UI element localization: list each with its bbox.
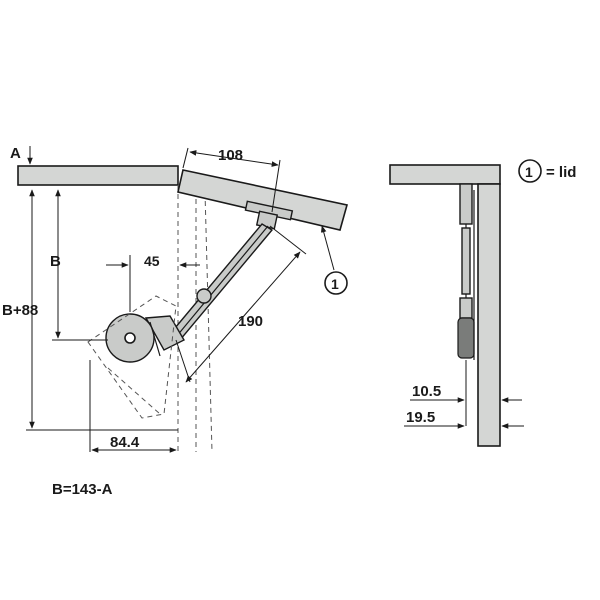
dim-108-left-ext (182, 147, 189, 169)
open-lid-panel (177, 169, 349, 231)
mechanism-drum-hub (124, 332, 136, 344)
callout-number: 1 (331, 276, 339, 292)
legend-circle (518, 159, 542, 183)
legend-marker-number: 1 (525, 164, 533, 180)
formula-label: B=143-A (52, 481, 113, 498)
dim-108-label: 108 (218, 147, 243, 164)
dim-108-line (189, 150, 279, 167)
front-mechanism-housing (457, 317, 475, 359)
front-lower-fitting (459, 297, 473, 319)
base-housing (144, 315, 185, 351)
closed-arm-ghost (107, 367, 161, 415)
dim-a-label: A (10, 145, 21, 162)
lid-open-ghost (204, 191, 213, 453)
callout-leader (320, 225, 335, 271)
dim-b-label: B (50, 253, 61, 270)
front-side-wall (477, 183, 501, 447)
dim-195-label: 19.5 (406, 409, 435, 426)
side-view: A B+88 B 45 108 190 84.4 1 B=143-A (2, 145, 349, 498)
front-stay-body (461, 227, 471, 295)
dim-190-line (185, 251, 301, 383)
dim-108-right-ext (271, 159, 281, 213)
legend-text: = lid (546, 164, 576, 181)
dim-190-label: 190 (238, 313, 263, 330)
front-view: 10.5 19.5 1 = lid (389, 159, 576, 447)
callout-circle (324, 271, 348, 295)
drum-inner-ring (149, 321, 161, 357)
dim-45-label: 45 (144, 253, 160, 269)
front-top-fitting (459, 183, 473, 225)
dim-105-label: 10.5 (412, 383, 441, 400)
dim-190-top-ext (269, 225, 307, 255)
arm-pivot-joint (196, 288, 212, 304)
cabinet-top-panel (17, 165, 179, 186)
dim-84-label: 84.4 (110, 434, 140, 451)
front-top-panel (389, 164, 501, 185)
dim-b88-label: B+88 (2, 302, 38, 319)
